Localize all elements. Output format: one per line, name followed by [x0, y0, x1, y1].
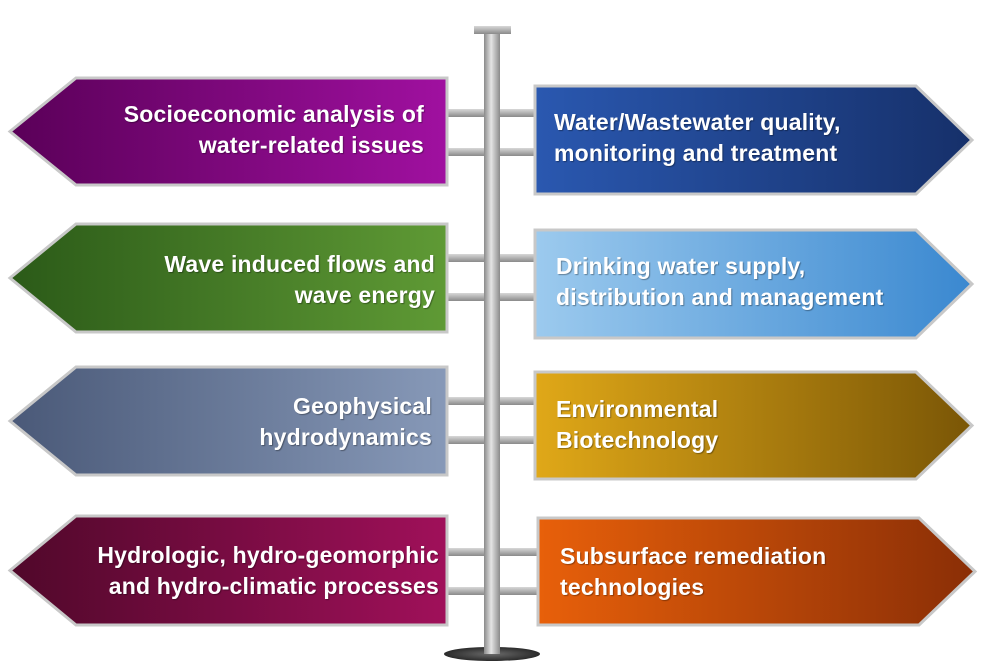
arrow-right-sign [536, 516, 978, 627]
arrow-left-sign [7, 76, 449, 187]
sign-label-biotechnology: Environmental Biotechnology [556, 396, 719, 453]
arrow-left-sign [7, 514, 449, 627]
pole-cap [474, 26, 511, 34]
sign-label-water-quality: Water/Wastewater quality, monitoring and… [554, 109, 841, 166]
sign-label-socioeconomic: Socioeconomic analysis of water-related … [123, 101, 424, 158]
signs-group [7, 76, 978, 627]
sign-label-drinking-water: Drinking water supply, distribution and … [556, 253, 884, 310]
sign-label-geophysical: Geophysical hydrodynamics [259, 393, 432, 450]
sign-label-wave-flows: Wave induced flows and wave energy [164, 251, 435, 308]
arrow-right-sign [533, 84, 975, 196]
sign-label-subsurface: Subsurface remediation technologies [560, 543, 827, 600]
arrow-right-sign [533, 370, 975, 481]
signpost-pole [484, 30, 500, 654]
arrow-left-sign [7, 365, 449, 477]
arrow-left-sign [7, 222, 449, 334]
sign-label-hydrologic: Hydrologic, hydro-geomorphic and hydro-c… [97, 542, 439, 599]
arrow-right-sign [533, 228, 975, 340]
